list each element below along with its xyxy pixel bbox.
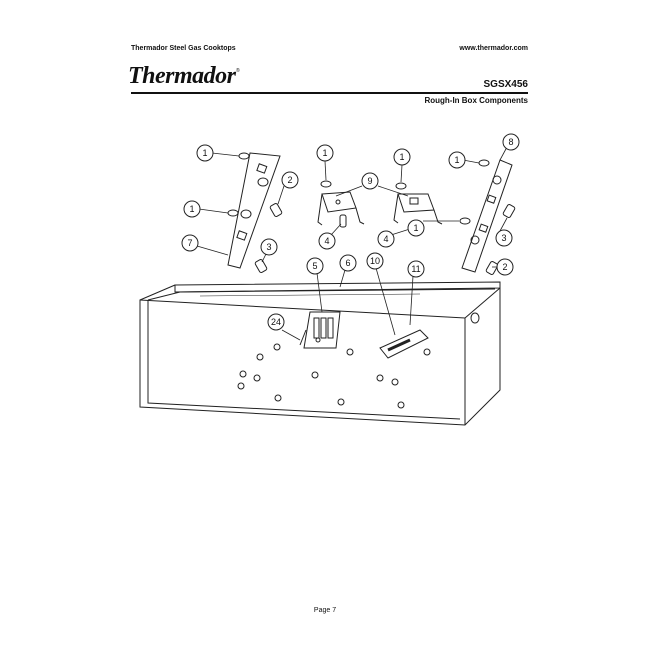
spark-module [379,329,429,359]
terminal-block [299,311,341,349]
callout-4a: 4 [318,232,336,250]
callout-1e: 1 [448,151,466,169]
left-mounting-bracket [227,152,281,269]
callout-7: 7 [181,234,199,252]
svg-text:3: 3 [266,242,271,252]
svg-text:5: 5 [312,261,317,271]
callout-4b: 4 [377,230,395,248]
callout-5: 5 [306,257,324,275]
callout-1c: 1 [316,144,334,162]
svg-text:1: 1 [413,223,418,233]
svg-text:2: 2 [287,175,292,185]
svg-text:6: 6 [345,258,350,268]
callout-9: 9 [361,172,379,190]
model-number: SGSX456 [483,79,528,90]
svg-text:9: 9 [367,176,372,186]
callout-6: 6 [339,254,357,272]
callout-8: 8 [502,133,520,151]
page-number: Page 7 [313,607,337,614]
brand-logo: Thermador [128,63,236,89]
section-subtitle: Rough-In Box Components [424,96,528,105]
callout-1d: 1 [393,148,411,166]
callout-3a: 3 [260,238,278,256]
svg-text:7: 7 [187,238,192,248]
registered-mark: ® [236,68,240,74]
header-website: www.thermador.com [459,45,528,52]
svg-text:24: 24 [271,317,281,327]
svg-text:1: 1 [202,148,207,158]
header-left-title: Thermador Steel Gas Cooktops [131,45,236,52]
rough-in-box [139,281,501,426]
svg-text:4: 4 [383,234,388,244]
svg-text:2: 2 [502,262,507,272]
callout-2b: 2 [496,258,514,276]
header-rule [131,92,528,94]
svg-text:3: 3 [501,233,506,243]
center-bracket-left [317,191,365,226]
callout-2a: 2 [281,171,299,189]
svg-text:1: 1 [322,148,327,158]
svg-text:1: 1 [399,152,404,162]
svg-text:1: 1 [189,204,194,214]
callout-11: 11 [407,260,425,278]
svg-text:4: 4 [324,236,329,246]
callout-24: 24 [267,313,285,331]
callout-10: 10 [366,252,384,270]
callout-1f: 1 [407,219,425,237]
box-floor-holes [237,337,431,409]
right-mounting-bracket [461,159,513,273]
callout-3b: 3 [495,229,513,247]
svg-text:8: 8 [508,137,513,147]
center-bracket-right [393,193,443,225]
svg-text:10: 10 [370,256,380,266]
callout-1a: 1 [196,144,214,162]
svg-text:11: 11 [411,264,420,274]
callout-1b: 1 [183,200,201,218]
svg-text:1: 1 [454,155,459,165]
